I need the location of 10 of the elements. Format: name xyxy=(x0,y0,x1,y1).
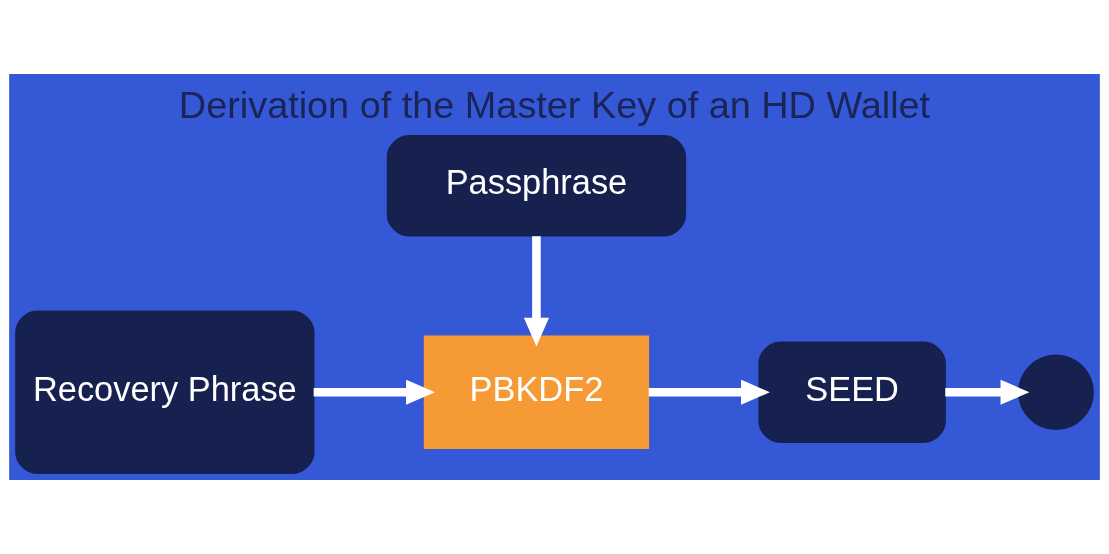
node-box: PBKDF2 xyxy=(423,335,650,450)
diagram-title: Derivation of the Master Key of an HD Wallet xyxy=(178,84,931,127)
arrow xyxy=(523,236,550,347)
node-box: Passphrase xyxy=(386,135,687,237)
arrow xyxy=(648,379,770,405)
node-box: Recovery Phrase xyxy=(15,310,315,474)
node-box: SEED xyxy=(758,341,946,443)
arrow xyxy=(313,379,435,405)
arrow xyxy=(945,379,1030,405)
node-key xyxy=(1018,354,1094,431)
